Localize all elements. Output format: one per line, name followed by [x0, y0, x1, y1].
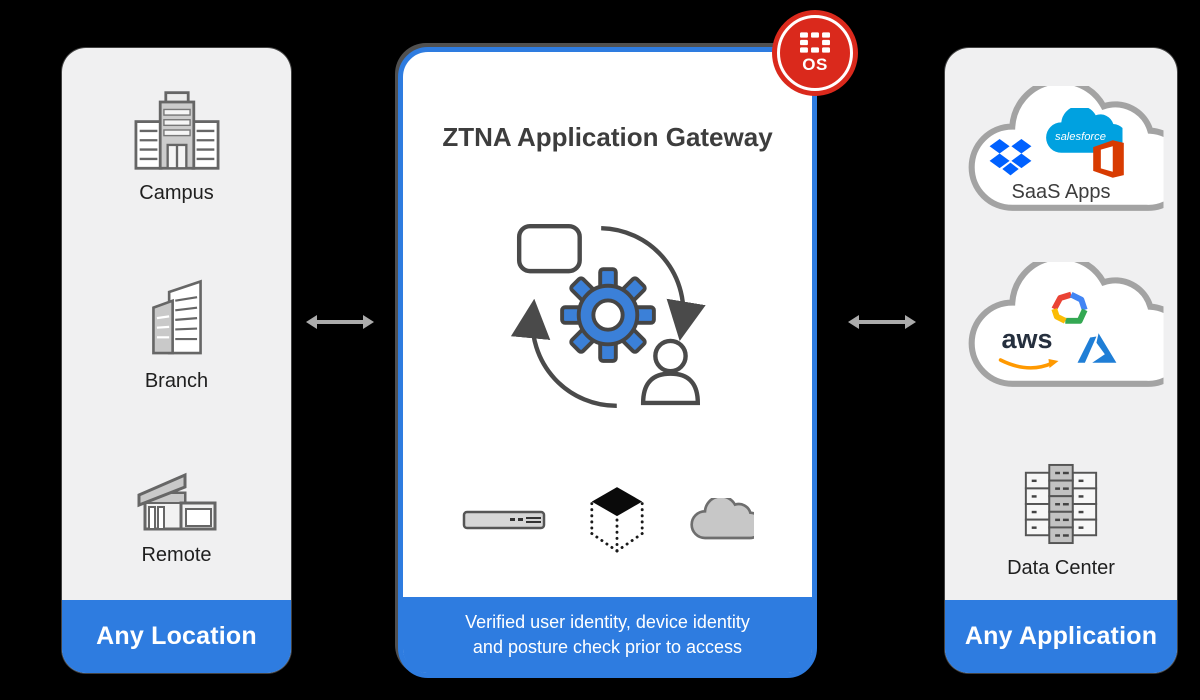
data-center-item: Data Center [945, 463, 1177, 580]
iaas-cloud: aws [959, 262, 1164, 396]
hardware-appliance-icon [462, 510, 545, 529]
virtual-machine-cube-icon [589, 486, 644, 552]
cloud-outline-icon [968, 262, 1164, 387]
remote-house-icon [137, 472, 216, 531]
location-item-label: Branch [144, 370, 209, 392]
location-item-remote: Remote [62, 468, 291, 567]
fortios-badge: OS [772, 10, 858, 96]
location-item-label: Campus [139, 182, 214, 204]
azure-logo-icon [1077, 333, 1117, 363]
svg-text:salesforce: salesforce [1055, 131, 1106, 143]
office-logo-icon [1093, 140, 1124, 178]
user-icon [640, 338, 700, 406]
form-factor-row [403, 477, 812, 562]
footer-line: and posture check prior to access [472, 637, 743, 657]
campus-building-icon [134, 91, 219, 170]
saas-apps-label: SaaS Apps [1011, 181, 1111, 203]
google-cloud-logo-icon [1051, 291, 1088, 324]
aws-smile-icon [998, 358, 1059, 370]
gateway-title: ZTNA Application Gateway [442, 122, 773, 152]
data-center-racks-icon [1024, 463, 1098, 545]
footer-line: Verified user identity, device identity [465, 612, 750, 632]
dropbox-logo-icon [989, 139, 1032, 176]
aws-logo-text: aws [1001, 324, 1053, 354]
cycle-arrow-top-icon [600, 225, 706, 341]
badge-ring [777, 15, 853, 91]
any-location-footer: Any Location [62, 600, 291, 673]
ztna-gateway-panel: ZTNA Application Gateway [398, 47, 817, 678]
branch-buildings-icon [151, 279, 202, 355]
cycle-arrow-bottom-icon [510, 298, 617, 409]
device-rounded-rect-icon [516, 224, 582, 274]
location-item-campus: Campus [62, 88, 291, 205]
any-application-panel: salesforce SaaS Apps aws [945, 48, 1177, 673]
any-application-footer: Any Application [945, 600, 1177, 673]
right-double-arrow-icon [848, 315, 916, 329]
identity-verification-cycle-graphic [510, 224, 706, 409]
location-item-branch: Branch [62, 278, 291, 393]
any-location-panel: Campus Branch [62, 48, 291, 673]
gear-icon [559, 267, 656, 363]
saas-apps-cloud: salesforce SaaS Apps [959, 86, 1164, 220]
gateway-footer: Verified user identity, device identity … [403, 597, 812, 673]
location-item-label: Remote [141, 544, 212, 566]
data-center-label: Data Center [1007, 557, 1115, 579]
salesforce-logo-icon: salesforce [1046, 108, 1123, 153]
cloud-icon [689, 497, 754, 539]
left-double-arrow-icon [306, 315, 374, 329]
